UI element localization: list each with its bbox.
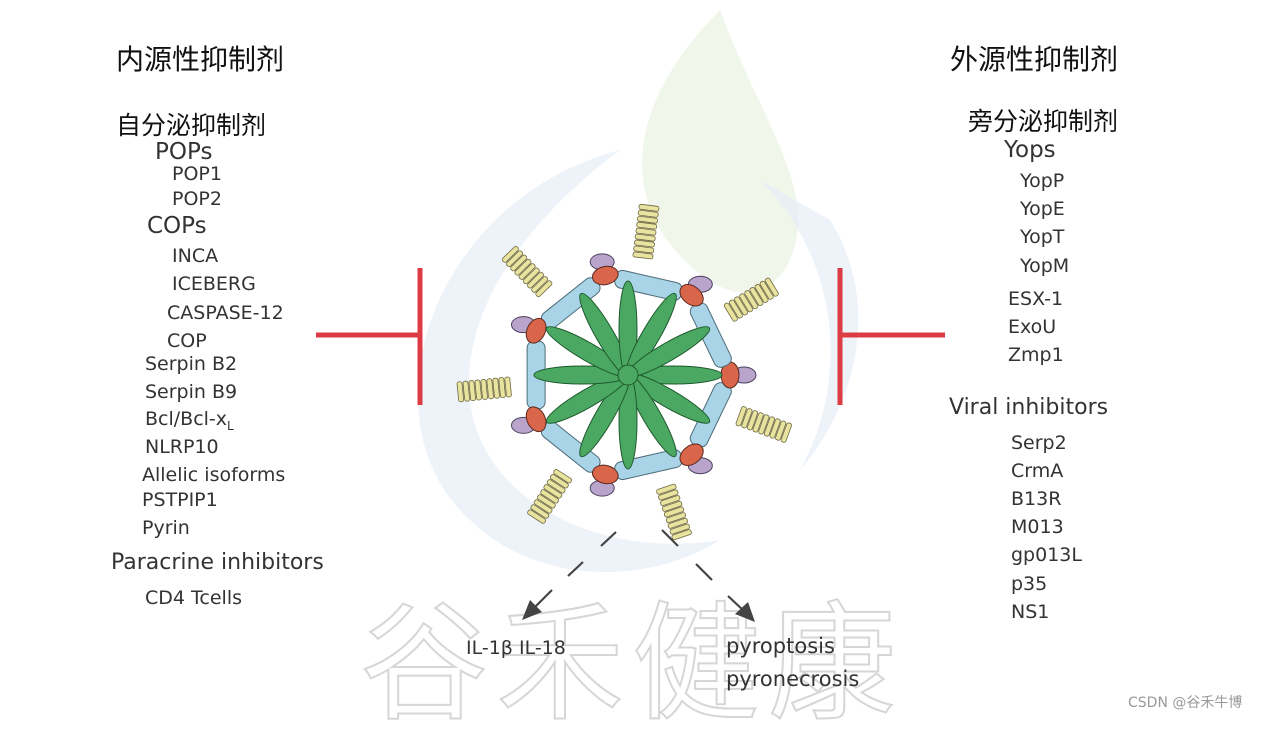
central-hub [617,364,639,386]
bcl-item: Bcl/Bcl-xL [145,408,234,433]
serpin-b9-item: Serpin B9 [145,381,238,403]
yop-item: YopM [1020,255,1070,277]
right-inhibition-bar [837,268,945,405]
watermark-text: 谷禾健康 [359,589,905,740]
credit-text: CSDN @谷禾牛博 [1128,695,1243,711]
autocrine-inhibitors-heading: 自分泌抑制剂 [116,111,267,140]
viral-item: gp013L [1011,544,1082,566]
left-inhibition-bar [316,268,423,405]
arrow-to-cytokines [522,531,617,620]
bcl-subscript: L [227,418,234,433]
card-domain [679,284,704,307]
card-domain [525,406,547,433]
pops-heading: POPs [155,139,213,165]
yop-item: YopP [1020,170,1065,192]
yop-item: YopT [1020,226,1065,248]
inflammasome-diagram [316,203,945,622]
exou-item: ExoU [1008,316,1057,338]
pyronecrosis-label: pyronecrosis [726,667,860,691]
cop-item: COP [167,330,207,352]
nlrp10-item: NLRP10 [145,436,219,458]
coil-domain [735,406,792,443]
paracrine-inhibitors-heading: Paracrine inhibitors [111,550,324,575]
coil-domain [456,376,512,403]
allelic-isoforms-item: Allelic isoforms [142,464,286,486]
esx1-item: ESX-1 [1008,288,1064,310]
viral-item: NS1 [1011,601,1050,623]
card-domain [591,464,619,485]
pstpip1-item: PSTPIP1 [142,489,218,511]
yops-heading: Yops [1004,137,1056,163]
endogenous-inhibitors-title: 内源性抑制剂 [116,43,285,76]
viral-inhibitors-heading: Viral inhibitors [949,395,1109,420]
cop-item: INCA [172,245,219,267]
cytokines-label: IL-1β IL-18 [466,637,566,659]
coil-domain [723,277,779,322]
cd4-tcells-item: CD4 Tcells [145,587,242,609]
exogenous-inhibitors-title: 外源性抑制剂 [950,43,1119,76]
viral-item: B13R [1011,488,1062,510]
cops-heading: COPs [147,213,207,239]
viral-item: p35 [1011,573,1048,595]
coil-domain [632,203,660,260]
card-domain [591,265,619,286]
card-domain [679,443,704,466]
zmp1-item: Zmp1 [1008,344,1064,366]
viral-item: M013 [1011,516,1064,538]
coil-domain [656,483,692,541]
paracrine-inhibitors-cn-heading: 旁分泌抑制剂 [968,107,1119,136]
serpin-b2-item: Serpin B2 [145,353,238,375]
coil-domain [501,246,553,298]
pop-item: POP2 [172,188,222,210]
pyroptosis-label: pyroptosis [726,634,835,658]
card-domain [525,317,547,344]
cop-item: CASPASE-12 [167,302,284,324]
pyrin-item: Pyrin [142,517,190,539]
yop-item: YopE [1020,198,1065,220]
inflammasome-complex [456,203,792,541]
background-logo [417,10,859,573]
arrow-to-pyroptosis [661,529,755,622]
coil-domain [527,469,573,524]
cop-item: ICEBERG [172,273,256,295]
viral-item: Serp2 [1011,432,1067,454]
pop-item: POP1 [172,163,222,185]
viral-item: CrmA [1011,460,1064,482]
bcl-label: Bcl/Bcl-x [145,408,228,430]
